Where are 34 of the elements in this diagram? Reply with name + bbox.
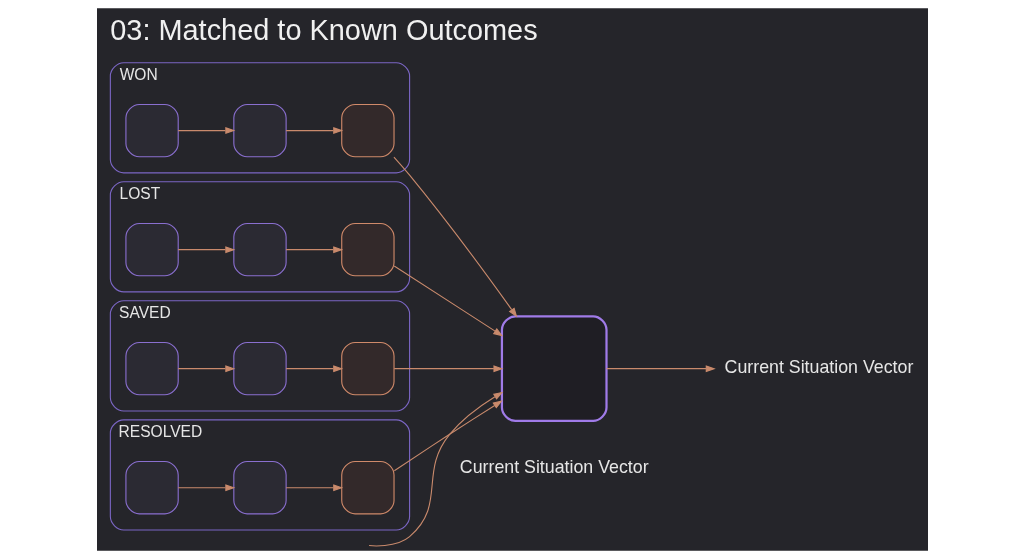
node-box <box>124 103 179 158</box>
arrow <box>393 365 503 373</box>
node-text: Current Situation Vector <box>724 356 913 377</box>
node-box <box>232 103 287 158</box>
arrow <box>285 365 343 373</box>
node-box <box>340 341 395 396</box>
arrow <box>177 246 235 254</box>
arrow <box>285 127 343 135</box>
arrow <box>393 400 503 472</box>
node-box <box>340 103 395 158</box>
cluster: SAVED <box>109 300 410 412</box>
node-box <box>340 222 395 277</box>
cluster: LOST <box>109 181 410 293</box>
node-box <box>232 461 287 515</box>
arrow <box>177 484 235 492</box>
node-box <box>500 315 608 423</box>
arrow <box>393 265 503 337</box>
node-box <box>340 461 395 515</box>
arrow <box>392 156 517 318</box>
arrow <box>605 365 716 373</box>
arrow <box>368 391 503 547</box>
node-box <box>124 461 179 515</box>
node-box <box>232 222 287 277</box>
arrow <box>285 246 343 254</box>
arrow <box>177 365 235 373</box>
arrow <box>177 127 235 135</box>
node-box <box>232 341 287 396</box>
node-box <box>124 222 179 277</box>
arrow <box>285 484 343 492</box>
diagram-title: 03: Matched to Known Outcomes <box>109 14 538 47</box>
node-label: Current Situation Vector <box>459 457 649 478</box>
cluster: RESOLVED <box>109 419 410 531</box>
cluster: WON <box>109 62 410 174</box>
node-box <box>124 341 179 396</box>
